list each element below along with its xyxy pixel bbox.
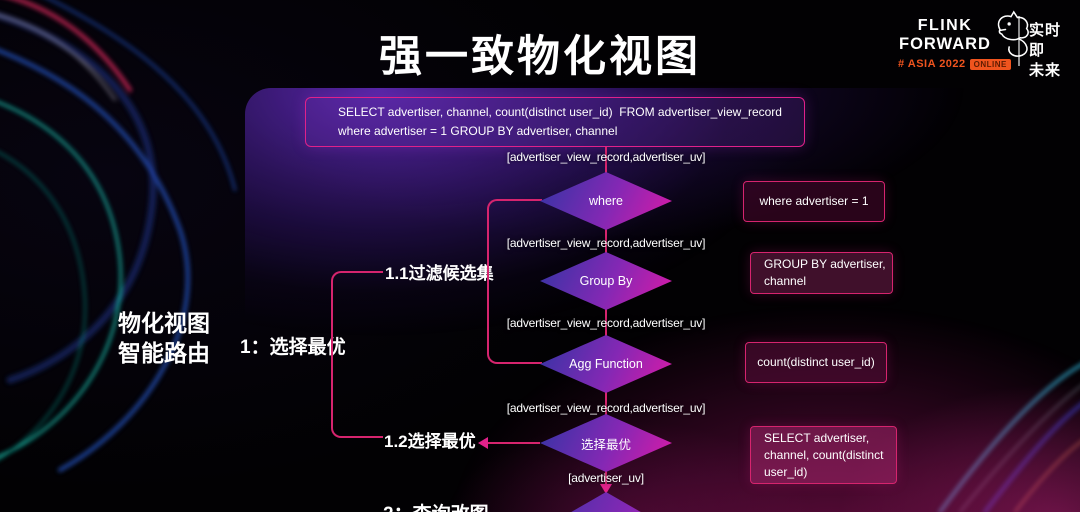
side-box-where-condition: where advertiser = 1 <box>743 181 885 222</box>
page-title: 强一致物化视图 <box>379 33 701 81</box>
main-connector-line <box>605 147 607 492</box>
side-box-line: where advertiser = 1 <box>759 194 869 208</box>
tagline-line-2: 未来 <box>1029 62 1062 79</box>
side-box-agg-function: count(distinct user_id) <box>745 342 887 383</box>
side-box-line: channel <box>764 274 807 288</box>
edge-label: [advertiser_view_record,advertiser_uv] <box>506 236 706 250</box>
filter-candidates-bracket <box>487 199 542 364</box>
arrow-left-icon <box>478 437 488 449</box>
side-box-group-by: GROUP BY advertiser, channel <box>750 252 893 294</box>
step-1-1-label: 1.1过滤候选集 <box>385 264 494 283</box>
arrow-down-icon <box>600 484 612 494</box>
online-badge: ONLINE <box>969 58 1011 70</box>
tagline-line-1: 实时即 <box>1029 22 1062 59</box>
sql-line-2: where advertiser = 1 GROUP BY advertiser… <box>338 124 618 138</box>
edge-label: [advertiser_view_record,advertiser_uv] <box>506 150 706 164</box>
asia-2022-label: # ASIA 2022 <box>898 58 966 70</box>
section-title-line-2: 智能路由 <box>118 340 210 366</box>
side-box-line: count(distinct user_id) <box>757 355 875 369</box>
step-2-label: 2：查询改图 <box>383 499 489 512</box>
side-box-select: SELECT advertiser, channel, count(distin… <box>750 426 897 484</box>
select-best-connector-line <box>488 442 540 444</box>
logo-event-row: # ASIA 2022 ONLINE <box>898 58 1028 70</box>
step-group-bracket <box>331 271 383 438</box>
side-box-line: GROUP BY advertiser, <box>764 257 886 271</box>
logo-tagline: 实时即 未来 <box>1029 21 1074 81</box>
logo-text-forward: FORWARD <box>899 35 991 53</box>
logo-divider <box>1018 16 1020 66</box>
sql-line-1: SELECT advertiser, channel, count(distin… <box>338 105 782 119</box>
edge-label: [advertiser_uv] <box>568 471 644 485</box>
step-1-2-label: 1.2选择最优 <box>384 432 476 451</box>
step-1-label: 1：选择最优 <box>240 337 346 358</box>
section-title-line-1: 物化视图 <box>118 310 210 336</box>
flink-forward-logo: FLINK FORWARD # ASIA 2022 ONLINE 实时即 未来 <box>888 8 1074 81</box>
edge-label: [advertiser_view_record,advertiser_uv] <box>506 316 706 330</box>
side-box-line: user_id) <box>764 464 808 479</box>
edge-label: [advertiser_view_record,advertiser_uv] <box>506 401 706 415</box>
side-box-line: SELECT advertiser, <box>764 430 870 445</box>
side-box-line: channel, count(distinct <box>764 447 884 462</box>
logo-text-flink: FLINK <box>917 17 973 34</box>
flink-squirrel-icon <box>997 10 1029 57</box>
sql-query-box: SELECT advertiser, channel, count(distin… <box>305 97 805 147</box>
section-title: 物化视图 智能路由 <box>118 308 210 368</box>
